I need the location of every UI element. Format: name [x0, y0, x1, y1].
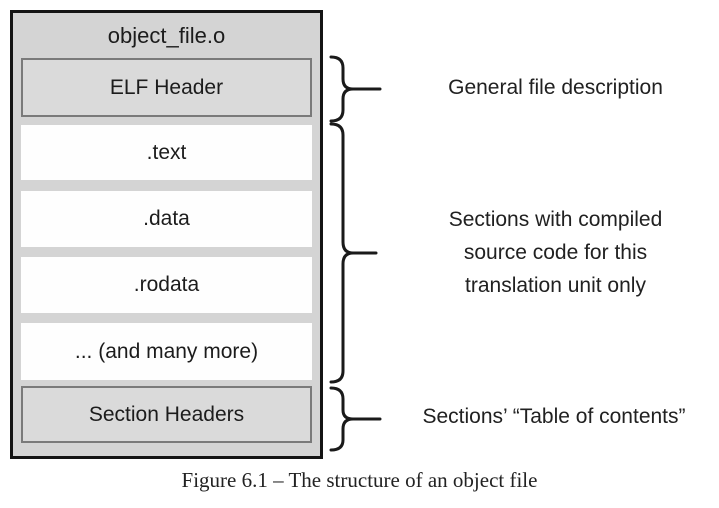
top-brace-icon [329, 55, 355, 123]
object-file-box: object_file.o ELF Header .text .data .ro… [10, 10, 323, 459]
text-section-box: .text [21, 125, 312, 180]
rodata-section-box: .rodata [21, 257, 312, 313]
section-headers-box: Section Headers [21, 386, 312, 443]
middle-brace-icon [329, 122, 355, 384]
bottom-brace-icon [329, 386, 355, 452]
annotation-general-file-description: General file description [448, 76, 663, 99]
annotation-sections-line-2: source code for this [463, 241, 648, 264]
annotation-sections-line-1: Sections with compiled [448, 208, 663, 231]
annotation-sections-compiled: Sections with compiled source code for t… [398, 203, 713, 302]
object-file-title: object_file.o [107, 23, 226, 48]
elf-header-box: ELF Header [21, 58, 312, 117]
annotation-table-of-contents: Sections’ “Table of contents” [422, 405, 686, 428]
curly-braces [329, 55, 382, 452]
data-section-box: .data [21, 191, 312, 247]
annotation-sections-line-3: translation unit only [465, 274, 646, 297]
figure-caption: Figure 6.1 – The structure of an object … [181, 468, 538, 492]
more-sections-box: ... (and many more) [21, 323, 312, 380]
